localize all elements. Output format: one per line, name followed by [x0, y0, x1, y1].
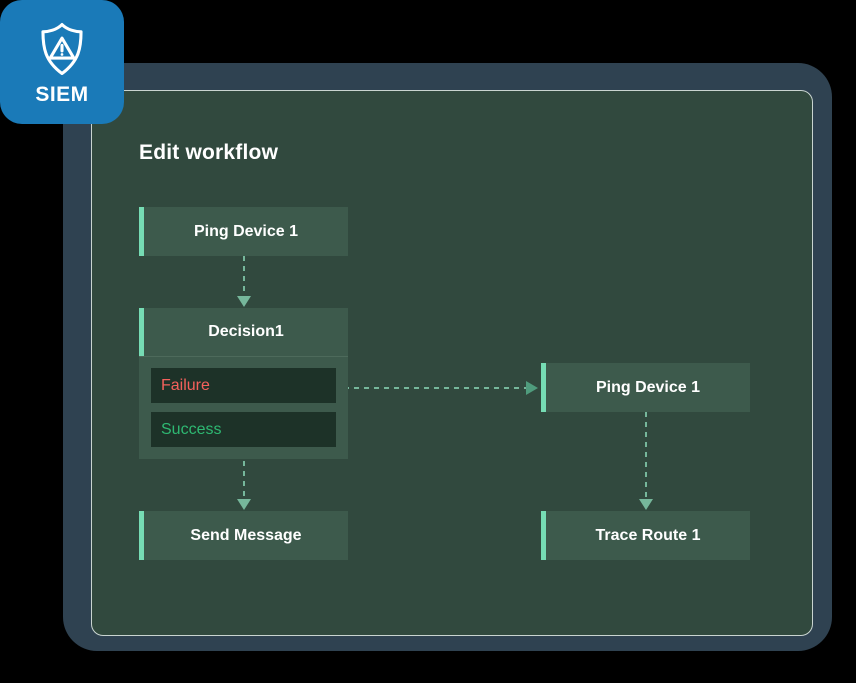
node-label: Ping Device 1 — [595, 378, 701, 396]
node-label: Ping Device 1 — [193, 222, 299, 240]
connector-failure-to-ping2 — [331, 381, 538, 395]
decision-node-header[interactable]: Decision1 — [139, 308, 348, 357]
shield-warning-icon — [33, 20, 91, 78]
connector-ping2-to-trace-route — [639, 412, 653, 510]
node-label: Send Message — [190, 526, 302, 544]
workflow-node-send-message[interactable]: Send Message — [139, 511, 348, 560]
branch-row-success[interactable]: Success — [151, 412, 336, 447]
workflow-canvas[interactable]: Edit workflow Ping Device 1 — [91, 90, 813, 636]
node-accent-bar — [139, 308, 144, 356]
siem-badge: SIEM — [0, 0, 124, 124]
branch-label-success: Success — [161, 420, 222, 438]
workflow-node-trace-route-1[interactable]: Trace Route 1 — [541, 511, 750, 560]
workflow-node-ping-device-2[interactable]: Ping Device 1 — [541, 363, 750, 412]
connector-ping1-to-decision — [237, 256, 251, 307]
page-title: Edit workflow — [139, 141, 279, 164]
branch-row-failure[interactable]: Failure — [151, 368, 336, 403]
node-accent-bar — [541, 511, 546, 560]
node-label: Trace Route 1 — [595, 526, 701, 544]
node-label: Decision1 — [208, 323, 284, 340]
branch-label-failure: Failure — [161, 376, 210, 394]
workflow-node-decision-1[interactable]: Decision1 Failure Success — [139, 308, 348, 459]
node-accent-bar — [139, 511, 144, 560]
node-accent-bar — [139, 207, 144, 256]
workflow-node-ping-device-1[interactable]: Ping Device 1 — [139, 207, 348, 256]
siem-badge-label: SIEM — [35, 82, 89, 106]
node-accent-bar — [541, 363, 546, 412]
decision-node-branches: Failure Success — [139, 357, 348, 459]
